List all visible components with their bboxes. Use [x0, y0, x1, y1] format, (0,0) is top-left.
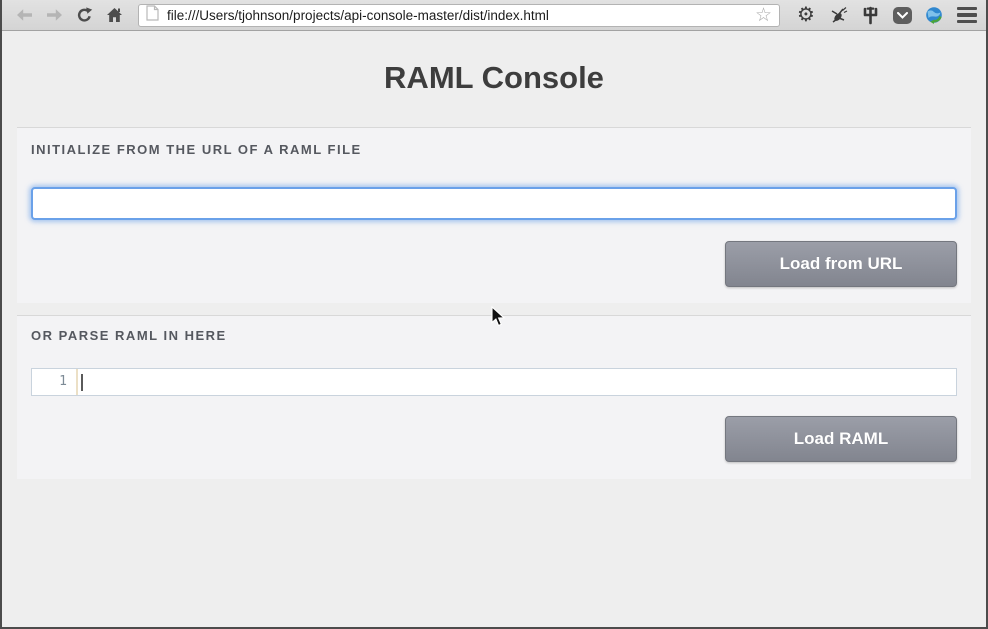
mouse-cursor: [491, 305, 506, 333]
trident-extension-icon[interactable]: [858, 3, 882, 27]
raml-button-row: Load RAML: [31, 416, 957, 462]
url-button-row: Load from URL: [31, 241, 957, 287]
gear-extension-icon[interactable]: ⚙: [797, 4, 815, 26]
raml-section-label: OR PARSE RAML IN HERE: [31, 328, 227, 343]
raml-code-editor[interactable]: 1: [31, 368, 957, 396]
load-from-url-button[interactable]: Load from URL: [725, 241, 957, 287]
back-icon[interactable]: [12, 3, 36, 27]
editor-code-area[interactable]: [78, 369, 956, 395]
bookmark-star-icon[interactable]: ☆: [754, 4, 772, 26]
bug-extension-icon[interactable]: [826, 3, 850, 27]
home-icon[interactable]: [102, 3, 126, 27]
reload-icon[interactable]: [72, 3, 96, 27]
url-section-panel: INITIALIZE FROM THE URL OF A RAML FILE L…: [17, 127, 971, 303]
page-content: RAML Console INITIALIZE FROM THE URL OF …: [2, 31, 986, 627]
pocket-badge: [892, 6, 912, 24]
globe-extension-icon[interactable]: [922, 3, 946, 27]
page-title: RAML Console: [384, 60, 604, 95]
address-bar[interactable]: file:///Users/tjohnson/projects/api-cons…: [138, 3, 780, 27]
editor-text-cursor: [81, 373, 83, 391]
pocket-extension-icon[interactable]: [890, 3, 914, 27]
browser-toolbar: file:///Users/tjohnson/projects/api-cons…: [2, 0, 986, 31]
raml-section-panel: OR PARSE RAML IN HERE 1 Load RAML: [17, 315, 971, 479]
url-section-label: INITIALIZE FROM THE URL OF A RAML FILE: [31, 142, 362, 157]
raml-url-input[interactable]: [31, 187, 957, 220]
load-raml-button[interactable]: Load RAML: [725, 416, 957, 462]
forward-icon[interactable]: [42, 3, 66, 27]
editor-line-number: 1: [32, 369, 78, 395]
page-file-icon: [146, 4, 159, 26]
menu-hamburger-icon[interactable]: [956, 3, 978, 27]
url-text[interactable]: file:///Users/tjohnson/projects/api-cons…: [167, 7, 549, 23]
